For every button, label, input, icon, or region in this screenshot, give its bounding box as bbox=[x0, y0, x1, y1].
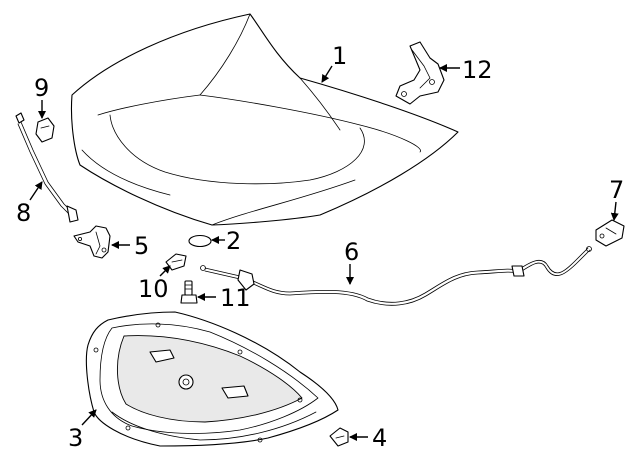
callout-hood: 1 bbox=[332, 42, 347, 70]
lock-part bbox=[73, 225, 111, 259]
callout-retainer: 4 bbox=[372, 424, 387, 452]
callout-clip: 10 bbox=[138, 275, 169, 303]
retainer-part bbox=[329, 427, 349, 447]
leader-3 bbox=[81, 409, 97, 426]
leader-7 bbox=[610, 201, 619, 221]
bolt-part bbox=[180, 280, 198, 304]
callout-lock: 5 bbox=[134, 232, 149, 260]
prop-rod-part bbox=[15, 112, 79, 223]
callout-cable: 6 bbox=[344, 238, 359, 266]
callout-handle: 7 bbox=[609, 176, 624, 204]
leader-1 bbox=[321, 65, 333, 83]
callout-prop-rod: 8 bbox=[16, 199, 31, 227]
leader-8 bbox=[29, 181, 43, 201]
hinge-part bbox=[395, 41, 445, 105]
callout-holder: 9 bbox=[34, 74, 49, 102]
callout-bolt: 11 bbox=[220, 284, 251, 312]
callout-hinge: 12 bbox=[462, 56, 493, 84]
bumper-part bbox=[188, 234, 212, 248]
holder-part bbox=[35, 117, 55, 143]
callout-bumper: 2 bbox=[226, 227, 241, 255]
callout-insulator: 3 bbox=[68, 424, 83, 452]
insulator-part bbox=[85, 311, 339, 447]
cable-part bbox=[200, 246, 592, 306]
leader-10 bbox=[159, 265, 171, 277]
hood-part bbox=[70, 13, 459, 226]
handle-part bbox=[595, 219, 625, 247]
clip-part bbox=[165, 253, 187, 271]
